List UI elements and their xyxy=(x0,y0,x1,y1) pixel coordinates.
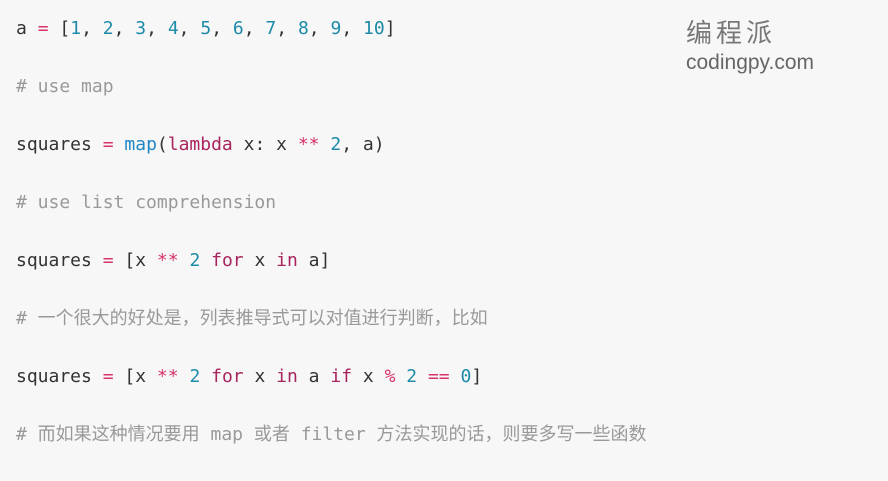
code-token-plain: a] xyxy=(297,250,331,271)
code-token-plain xyxy=(200,250,211,271)
code-token-op: = xyxy=(102,366,114,387)
code-token-plain: [ xyxy=(48,18,71,39)
code-token-num: 4 xyxy=(167,18,179,39)
code-token-op: = xyxy=(37,18,49,39)
code-token-op: ** xyxy=(156,366,179,387)
code-token-plain: , xyxy=(276,18,298,39)
code-token-num: 10 xyxy=(363,18,385,39)
code-token-kw: in xyxy=(276,250,298,271)
code-token-plain: ] xyxy=(384,18,396,39)
code-token-plain: ( xyxy=(156,134,168,155)
watermark-site: codingpy.com xyxy=(686,51,815,74)
code-token-plain: , xyxy=(178,18,201,39)
code-token-kw: for xyxy=(211,366,244,387)
code-token-plain: [x xyxy=(113,250,157,271)
code-token-op: = xyxy=(102,250,114,271)
code-token-plain xyxy=(320,134,331,155)
code-line: squares = [x ** 2 for x in a] xyxy=(16,249,647,307)
code-line: squares = [x ** 2 for x in a if x % 2 ==… xyxy=(16,365,647,423)
code-token-plain: , xyxy=(113,18,136,39)
watermark-logo: 编程派 codingpy.com xyxy=(686,18,814,76)
code-token-fn: map xyxy=(124,134,157,155)
code-token-num: 7 xyxy=(265,18,277,39)
code-token-num: 2 xyxy=(330,134,342,155)
code-token-plain: a xyxy=(16,18,38,39)
code-token-plain xyxy=(179,250,190,271)
code-token-kw: lambda xyxy=(167,134,233,155)
code-token-op: == xyxy=(427,366,450,387)
code-line: # 而如果这种情况要用 map 或者 filter 方法实现的话，则要多写一些函… xyxy=(16,423,647,481)
code-token-plain: x xyxy=(243,366,277,387)
code-token-cm: # 一个很大的好处是，列表推导式可以对值进行判断，比如 xyxy=(16,308,488,329)
code-token-op: = xyxy=(102,134,114,155)
code-token-num: 3 xyxy=(135,18,147,39)
code-token-num: 2 xyxy=(189,366,201,387)
code-token-plain: ] xyxy=(471,366,483,387)
code-token-num: 1 xyxy=(70,18,82,39)
code-token-plain xyxy=(200,366,211,387)
code-token-plain xyxy=(395,366,406,387)
code-token-num: 9 xyxy=(330,18,342,39)
code-token-num: 2 xyxy=(102,18,114,39)
watermark-chinese: 编程派 xyxy=(686,19,777,49)
code-token-plain: , xyxy=(211,18,233,39)
code-token-plain: squares xyxy=(16,366,103,387)
code-token-plain xyxy=(417,366,428,387)
code-line: a = [1, 2, 3, 4, 5, 6, 7, 8, 9, 10] xyxy=(16,17,647,75)
code-token-num: 2 xyxy=(406,366,418,387)
code-token-kw: in xyxy=(276,366,298,387)
code-token-cm: # use map xyxy=(16,76,114,97)
code-token-kw: if xyxy=(330,366,353,387)
code-token-plain: , xyxy=(81,18,103,39)
code-token-plain xyxy=(179,366,190,387)
code-token-kw: for xyxy=(211,250,244,271)
code-line: # 一个很大的好处是，列表推导式可以对值进行判断，比如 xyxy=(16,307,647,365)
code-token-plain: , xyxy=(341,18,363,39)
code-line: # use list comprehension xyxy=(16,191,647,249)
code-token-plain: a xyxy=(297,366,331,387)
code-token-num: 5 xyxy=(200,18,212,39)
code-token-plain: x: x xyxy=(232,134,298,155)
code-token-plain xyxy=(450,366,461,387)
code-token-op: ** xyxy=(297,134,320,155)
code-token-plain xyxy=(114,134,125,155)
code-token-plain: squares xyxy=(16,134,103,155)
code-token-plain: , a) xyxy=(341,134,385,155)
code-token-cm: # use list comprehension xyxy=(16,192,277,213)
code-block: a = [1, 2, 3, 4, 5, 6, 7, 8, 9, 10]# use… xyxy=(16,17,647,481)
code-line: squares = map(lambda x: x ** 2, a) xyxy=(16,133,647,191)
code-token-num: 8 xyxy=(297,18,309,39)
code-line: # use map xyxy=(16,75,647,133)
code-token-num: 0 xyxy=(460,366,472,387)
code-token-cm: # 而如果这种情况要用 map 或者 filter 方法实现的话，则要多写一些函… xyxy=(16,424,647,445)
code-token-plain: squares xyxy=(16,250,103,271)
code-token-plain: x xyxy=(352,366,385,387)
code-token-plain: x xyxy=(243,250,277,271)
code-token-op: ** xyxy=(156,250,179,271)
code-token-plain: , xyxy=(243,18,266,39)
code-token-plain: [x xyxy=(113,366,157,387)
code-token-plain: , xyxy=(146,18,168,39)
code-token-num: 6 xyxy=(232,18,244,39)
code-token-op: % xyxy=(384,366,396,387)
code-token-num: 2 xyxy=(189,250,201,271)
code-token-plain: , xyxy=(308,18,331,39)
